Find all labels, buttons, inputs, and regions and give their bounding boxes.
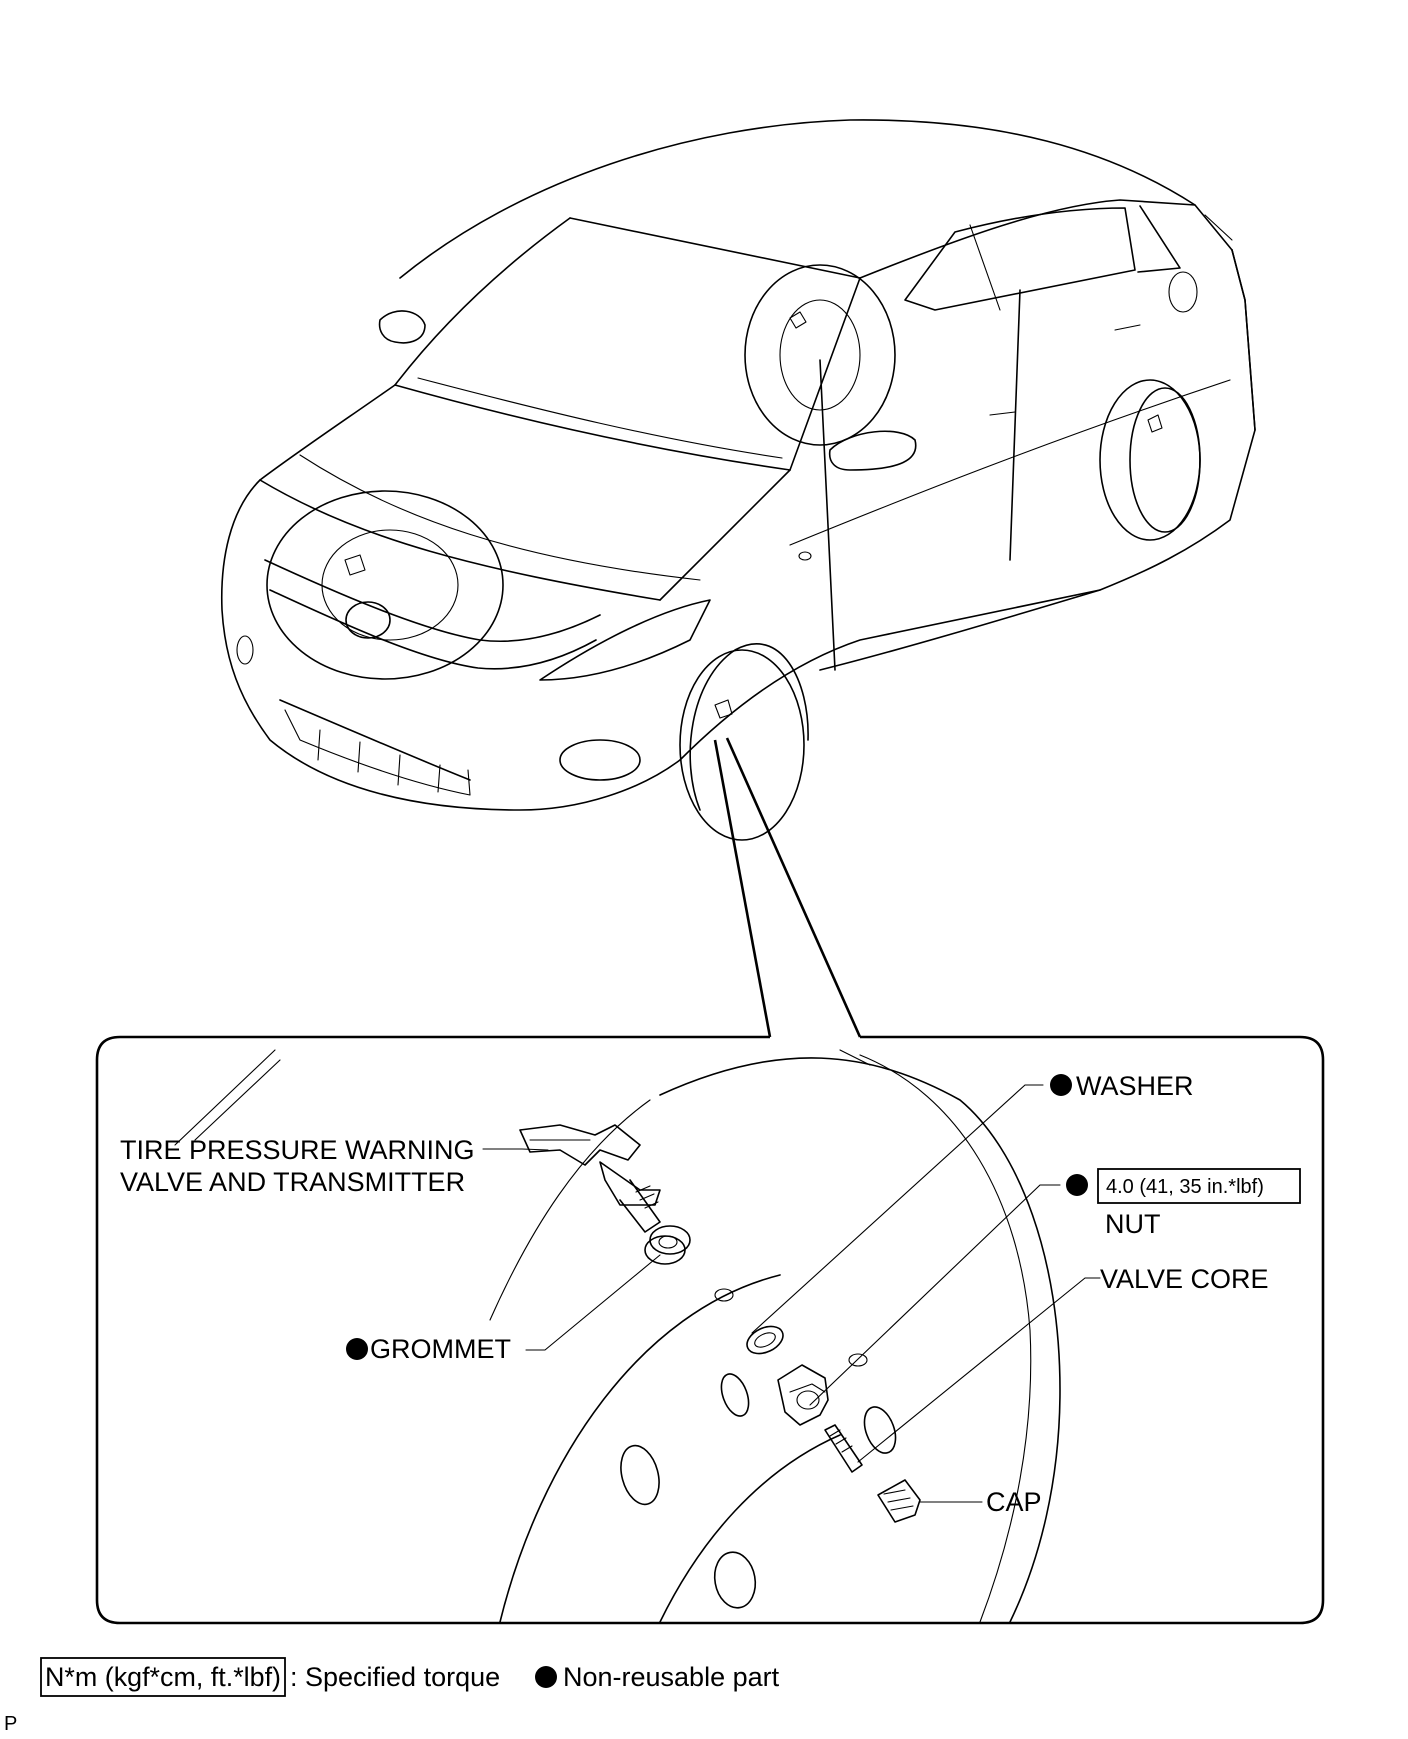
non-reusable-marker-washer xyxy=(1050,1074,1072,1096)
grommet-part xyxy=(644,1225,691,1265)
transmitter-label-line2: VALVE AND TRANSMITTER xyxy=(120,1167,465,1197)
valve-core-label: VALVE CORE xyxy=(1100,1264,1269,1294)
corner-mark: P xyxy=(4,1713,17,1734)
nut-part xyxy=(777,1364,829,1426)
non-reusable-marker-grommet xyxy=(346,1338,368,1360)
nut-label: NUT xyxy=(1105,1209,1161,1239)
transmitter-label-line1: TIRE PRESSURE WARNING xyxy=(120,1135,475,1165)
cap-part xyxy=(877,1479,921,1523)
leader-lines xyxy=(482,1084,1101,1503)
legend: N*m (kgf*cm, ft.*lbf) : Specified torque… xyxy=(40,1657,780,1697)
torque-value: 4.0 (41, 35 in.*lbf) xyxy=(1106,1176,1264,1198)
grommet-label: GROMMET xyxy=(370,1334,511,1364)
valve-transmitter-part xyxy=(519,1124,661,1233)
cap-label: CAP xyxy=(986,1487,1042,1517)
torque-value-box xyxy=(1097,1168,1301,1204)
washer-label: WASHER xyxy=(1076,1071,1194,1101)
valve-core-part xyxy=(824,1424,863,1473)
detail-callout-box xyxy=(95,737,1325,1625)
legend-torque-desc: : Specified torque xyxy=(290,1662,500,1692)
legend-non-reusable-text: Non-reusable part xyxy=(563,1662,780,1692)
car-illustration xyxy=(220,119,1256,841)
non-reusable-marker-nut xyxy=(1066,1174,1088,1196)
legend-non-reusable-marker xyxy=(535,1666,557,1688)
wheel-detail xyxy=(174,1049,1061,1623)
legend-torque-box xyxy=(40,1657,286,1697)
legend-torque-unit: N*m (kgf*cm, ft.*lbf) xyxy=(45,1662,281,1692)
washer-part xyxy=(746,1325,784,1355)
